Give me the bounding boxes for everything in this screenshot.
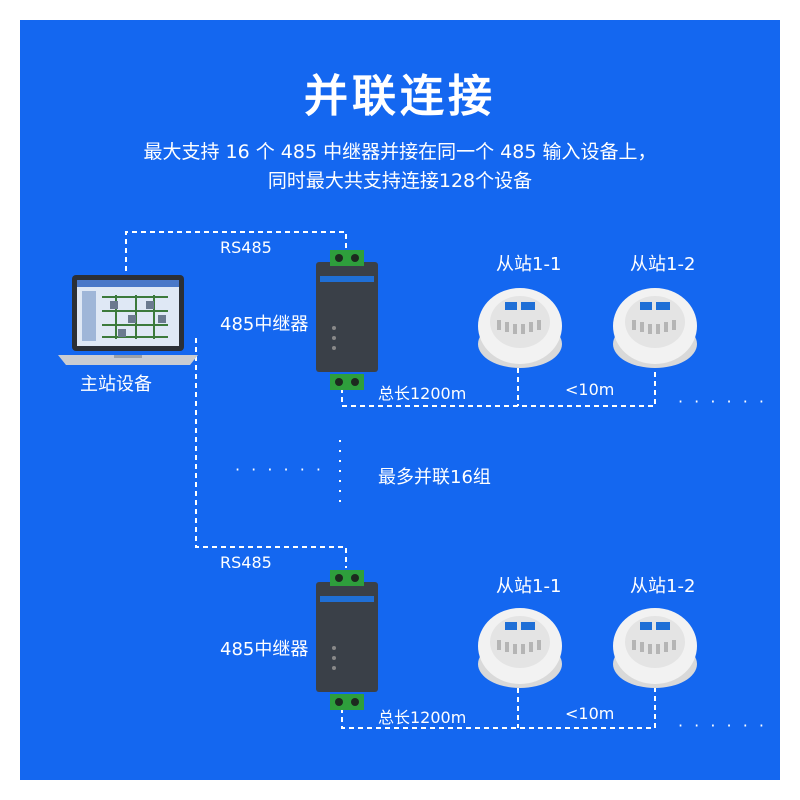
bottom-bus-label: RS485 [220,553,272,572]
top-output-wire [341,368,656,407]
page-title: 并联连接 [304,71,496,122]
middle-dots: · · · · · · [235,460,324,479]
top-slave2-detector-icon [610,282,700,376]
bottom-slave2-detector-icon [610,602,700,696]
top-trailing-dots: · · · · · · [678,392,767,411]
master-to-top-bus-wire [125,231,347,280]
laptop-icon [58,275,198,370]
top-slave1-label: 从站1-1 [496,254,562,275]
top-spacing-label: <10m [565,380,615,399]
top-slave2-label: 从站1-2 [630,254,696,275]
bottom-slave1-label: 从站1-1 [496,576,562,597]
bottom-trailing-dots: · · · · · · [678,716,767,735]
max-groups-label: 最多并联16组 [378,467,491,488]
top-length-label: 总长1200m [378,384,467,403]
top-repeater [316,250,378,394]
bottom-output-wire [341,688,656,729]
bottom-length-label: 总长1200m [378,708,467,727]
bottom-repeater-label: 485中继器 [220,639,309,660]
bottom-slave1-detector-icon [475,602,565,696]
bottom-spacing-label: <10m [565,704,615,723]
diagram-panel: 并联连接 最大支持 16 个 485 中继器并接在同一个 485 输入设备上， … [20,20,780,780]
subtitle-line-1: 最大支持 16 个 485 中继器并接在同一个 485 输入设备上， [143,141,657,163]
trunk-wire [195,338,347,568]
top-bus-label: RS485 [220,238,272,257]
subtitle-line-2: 同时最大共支持连接128个设备 [267,170,533,192]
top-slave1-detector-icon [475,282,565,376]
bottom-repeater [316,570,378,714]
wiring-diagram [125,231,656,729]
bottom-slave2-label: 从站1-2 [630,576,696,597]
top-repeater-label: 485中继器 [220,314,309,335]
master-device-label: 主站设备 [80,374,152,395]
